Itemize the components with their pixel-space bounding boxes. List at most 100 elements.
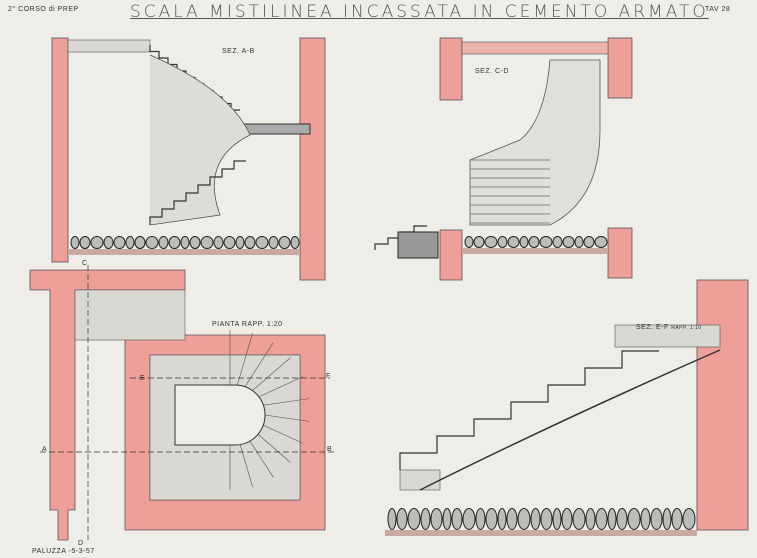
course-label: 2° CORSO di PREP (8, 6, 79, 13)
gravel-cd-stone (473, 236, 485, 248)
wall-ab-left (51, 37, 69, 263)
marker-d: D (78, 540, 84, 547)
gravel-cd-stone (539, 236, 553, 248)
wall-cd-left-top (439, 37, 463, 101)
gravel-ef-stone (396, 508, 408, 530)
gravel-ab-stone (145, 236, 159, 249)
gravel-ef-stone (420, 508, 431, 530)
marker-a: A (42, 446, 48, 453)
gravel-ab-stone (158, 236, 169, 249)
gravel-ef-stone (407, 508, 421, 530)
marker-c: C (82, 260, 88, 267)
gravel-ab-stone (168, 236, 181, 249)
gravel-ef-stone (530, 508, 541, 530)
gravel-ef-stone (462, 508, 476, 530)
gravel-ef-stone (485, 508, 498, 530)
gravel-ef-stone (682, 508, 696, 530)
plan-upper-landing (74, 289, 186, 341)
cd-masonry (397, 231, 439, 259)
gravel-ef-stone (650, 508, 663, 530)
gravel-cd-stone (562, 236, 575, 248)
gravel-ab-stone (278, 236, 291, 249)
gravel-ef-stone (572, 508, 586, 530)
wall-ef-right (696, 279, 749, 531)
section-ef-scale: RAPP. 1:10 (671, 325, 702, 331)
gravel-ef-stone (640, 508, 651, 530)
ab-lower-steps (149, 160, 246, 225)
gravel-ef-stone (561, 508, 573, 530)
drawing-title: SCALA MISTILINEA INCASSATA IN CEMENTO AR… (130, 2, 709, 22)
ef-steps (399, 350, 659, 470)
gravel-cd-stone (583, 236, 595, 248)
gravel-ab-stone (180, 236, 190, 249)
gravel-ef-stone (506, 508, 518, 530)
gravel-ef-subbase (385, 530, 697, 536)
gravel-ef-stone (627, 508, 641, 530)
gravel-cd-stone (528, 236, 540, 248)
gravel-ef-stone (451, 508, 463, 530)
gravel-ef-stone (475, 508, 486, 530)
gravel-ef-stone (616, 508, 628, 530)
gravel-ef-stone (585, 508, 596, 530)
section-ef-name: SEZ. E-F (636, 324, 669, 331)
wall-cd-right-bottom (607, 227, 633, 279)
ef-stair-soffit (419, 349, 721, 491)
gravel-ab-stone (255, 236, 269, 249)
gravel-ab-stone (189, 236, 201, 249)
gravel-ab-stone (235, 236, 245, 249)
gravel-cd-stone (519, 236, 529, 248)
marker-e: E (140, 375, 146, 382)
cd-frieze (461, 41, 609, 55)
gravel-ab-stone (290, 236, 300, 249)
gravel-ab-stone (79, 236, 91, 249)
gravel-ab-stone (200, 236, 214, 249)
gravel-ab-subbase (68, 249, 300, 255)
gravel-cd-stone (552, 236, 563, 248)
marker-b: B (327, 446, 333, 453)
gravel-ef-stone (517, 508, 531, 530)
wall-cd-right-top (607, 37, 633, 99)
gravel-ef-stone (540, 508, 553, 530)
wall-cd-left-bottom (439, 229, 463, 281)
gravel-cd-stone (484, 236, 498, 248)
cd-stair-body (469, 59, 601, 226)
gravel-cd-subbase (462, 248, 608, 254)
gravel-ef-stone (430, 508, 443, 530)
gravel-ab-stone (90, 236, 104, 249)
sheet-number: TAV 28 (705, 6, 731, 13)
plan-label: PIANTA RAPP. 1:20 (212, 321, 283, 328)
gravel-ef-stone (662, 508, 672, 530)
section-cd-label: SEZ. C-D (475, 68, 509, 75)
gravel-ab-stone (103, 236, 114, 249)
gravel-ab-stone (134, 236, 146, 249)
gravel-ab-stone (244, 236, 256, 249)
place-date: PALUZZA -5-3-57 (32, 548, 95, 555)
gravel-ef-stone (671, 508, 683, 530)
gravel-cd-stone (574, 236, 584, 248)
gravel-ef-stone (595, 508, 608, 530)
ab-stair-body (149, 54, 251, 226)
ab-top-slab (67, 39, 151, 53)
gravel-ab-stone (268, 236, 279, 249)
gravel-ab-stone (113, 236, 126, 249)
gravel-ef-stone (442, 508, 452, 530)
gravel-ab-stone (223, 236, 236, 249)
gravel-ef-stone (497, 508, 507, 530)
ef-bottom-step (399, 469, 441, 491)
gravel-cd-stone (497, 236, 508, 248)
gravel-cd-stone (594, 236, 608, 248)
section-ab-label: SEZ. A-B (222, 48, 255, 55)
ab-landing-slab (239, 123, 311, 135)
marker-f: F (326, 373, 331, 380)
gravel-ab-stone (213, 236, 224, 249)
gravel-ef-stone (552, 508, 562, 530)
wall-ab-right (299, 37, 326, 281)
section-ef-label: SEZ. E-F RAPP. 1:10 (636, 324, 702, 331)
gravel-ef-stone (607, 508, 617, 530)
gravel-ab-stone (70, 236, 80, 249)
plan-newel-wall (174, 384, 266, 446)
ef-landing (614, 324, 721, 348)
gravel-ef-stone (387, 508, 397, 530)
gravel-cd-stone (507, 236, 520, 248)
